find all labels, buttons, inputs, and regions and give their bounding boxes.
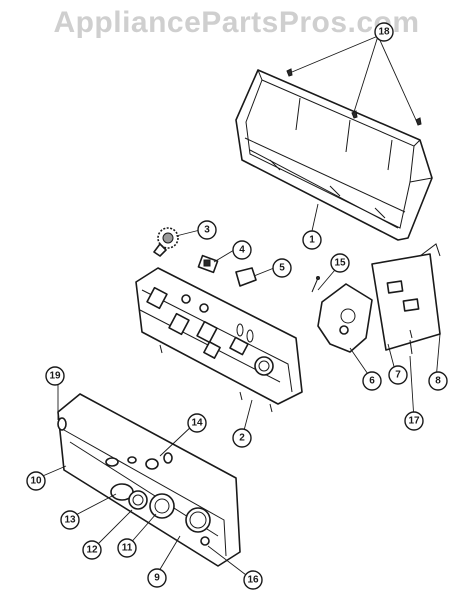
svg-text:18: 18 [378,27,390,38]
callout-16: 16 [243,570,263,590]
part-cam-bracket [317,283,373,353]
part-front-console-panel [57,393,241,567]
callout-13: 13 [60,510,80,530]
callout-4: 4 [232,240,252,260]
callout-19: 19 [45,366,65,386]
svg-text:8: 8 [435,376,441,387]
callout-10: 10 [26,471,46,491]
part-pin-17 [409,339,413,355]
part-button-10 [57,417,67,431]
svg-text:2: 2 [239,433,245,444]
svg-text:17: 17 [408,416,420,427]
svg-text:11: 11 [122,543,133,554]
callout-8: 8 [428,371,448,391]
callout-5: 5 [272,258,292,278]
svg-text:7: 7 [395,370,401,381]
callout-9: 9 [147,568,167,588]
callout-7: 7 [388,365,408,385]
part-control-panel-frame [135,267,303,413]
svg-text:16: 16 [247,575,259,586]
svg-text:1: 1 [309,235,315,246]
svg-text:13: 13 [64,515,76,526]
callout-2: 2 [232,428,252,448]
svg-text:14: 14 [191,418,203,429]
svg-text:10: 10 [30,476,42,487]
part-screws [286,68,422,126]
part-switch [197,254,219,274]
svg-text:3: 3 [204,225,210,236]
svg-text:12: 12 [86,545,98,556]
svg-text:6: 6 [369,376,375,387]
svg-text:9: 9 [154,573,160,584]
svg-text:19: 19 [49,371,61,382]
callout-14: 14 [187,413,207,433]
callout-6: 6 [362,371,382,391]
callout-15: 15 [330,253,350,273]
svg-text:4: 4 [239,245,245,256]
part-mounting-plate [371,243,441,351]
callout-1: 1 [302,230,322,250]
part-console-housing [235,69,433,241]
svg-text:5: 5 [279,263,285,274]
callout-11: 11 [117,538,137,558]
svg-text:15: 15 [334,258,346,269]
callout-12: 12 [82,540,102,560]
callout-3: 3 [197,220,217,240]
part-module [235,267,257,287]
callout-18: 18 [374,22,394,42]
watermark-text: AppliancePartsPros.com [53,6,420,39]
part-timer-gear [153,227,179,257]
callout-17: 17 [404,411,424,431]
part-pin-15 [311,276,320,293]
